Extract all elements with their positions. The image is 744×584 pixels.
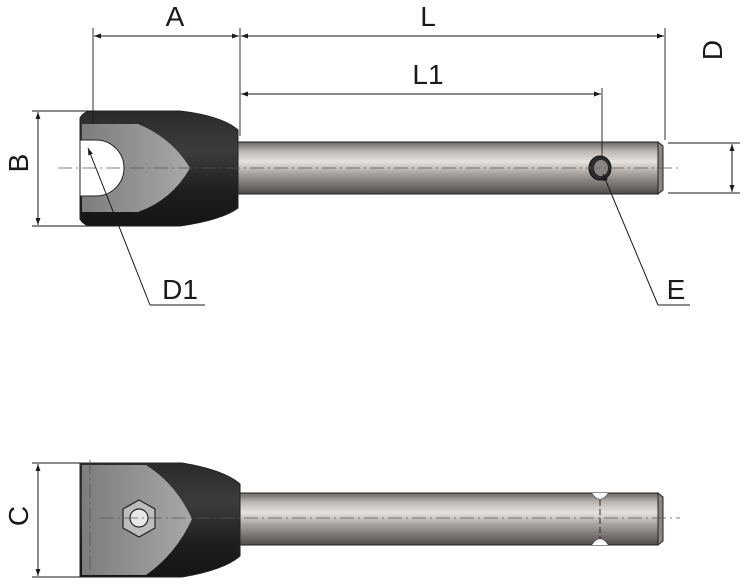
dim-l1: L1 [241,59,603,156]
bottom-shaft [237,492,659,546]
dim-b: B [3,110,92,227]
dim-c: C [3,462,80,578]
label-e: E [667,274,686,305]
dim-a: A [92,1,241,136]
dim-d: D [668,40,740,194]
bottom-shaft-chamfer [657,491,664,547]
bottom-view [79,460,680,580]
leader-e: E [602,173,690,306]
label-c: C [3,506,34,526]
cross-hole-inner [594,160,608,176]
top-view [58,110,680,227]
label-l: L [420,1,436,32]
label-b: B [3,154,34,173]
leader-d1: D1 [87,147,205,306]
label-d1: D1 [162,274,198,305]
label-d: D [697,40,728,60]
dim-l: L [241,1,666,140]
label-l1: L1 [412,59,443,90]
label-a: A [166,1,185,32]
